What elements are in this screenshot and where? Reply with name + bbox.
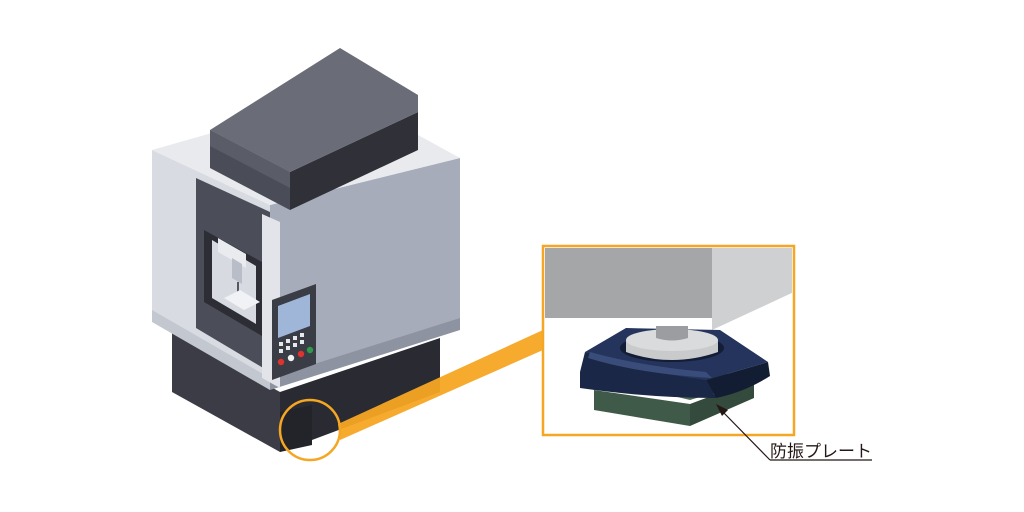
pad-highlight: [588, 352, 712, 378]
body-right-face: [270, 158, 460, 388]
base-left-face: [172, 332, 280, 452]
keypad-key: [300, 333, 304, 337]
housing-top-face: [210, 48, 418, 172]
spindle-body: [232, 258, 242, 284]
magnified-leveling-mount: [545, 248, 792, 426]
keypad-key: [279, 349, 283, 353]
keypad: [279, 333, 304, 353]
pointer-arrow-icon: [716, 404, 728, 416]
housing-slope: [210, 130, 290, 188]
highlight-circle: [278, 398, 342, 462]
highlight-connector: [278, 330, 543, 462]
keypad-key: [279, 342, 283, 346]
base-corner-foot: [280, 405, 312, 452]
housing-right-face: [290, 112, 418, 210]
anti-vibration-plate-label: 防振プレート: [770, 442, 872, 462]
bolt-collar: [656, 326, 688, 341]
zoom-frame-border: [541, 244, 796, 437]
keypad-key: [286, 346, 290, 350]
base-right-face: [280, 338, 440, 452]
white-button: [287, 354, 295, 362]
keypad-key: [293, 336, 297, 340]
machine-underside-front: [545, 248, 712, 318]
red-button-2: [297, 350, 305, 358]
body-skirt-left: [152, 310, 270, 390]
green-button: [306, 346, 314, 354]
spindle-head: [218, 238, 246, 268]
pad-side: [706, 362, 770, 398]
keypad-key: [293, 343, 297, 347]
callout: [716, 404, 872, 461]
body-skirt-right: [270, 318, 460, 390]
red-button-1: [277, 358, 285, 366]
machine-base: [172, 332, 440, 452]
cnc-machine-illustration: [152, 48, 460, 452]
work-table: [224, 290, 260, 310]
connector-beam: [338, 330, 543, 440]
leader-line: [721, 410, 771, 461]
zoom-inset: [541, 244, 796, 437]
control-panel-screen: [278, 294, 310, 338]
machine-underside-side: [712, 248, 792, 330]
control-panel: [272, 284, 316, 380]
keypad-key: [300, 340, 304, 344]
plate-front: [594, 390, 690, 426]
keypad-key: [286, 339, 290, 343]
